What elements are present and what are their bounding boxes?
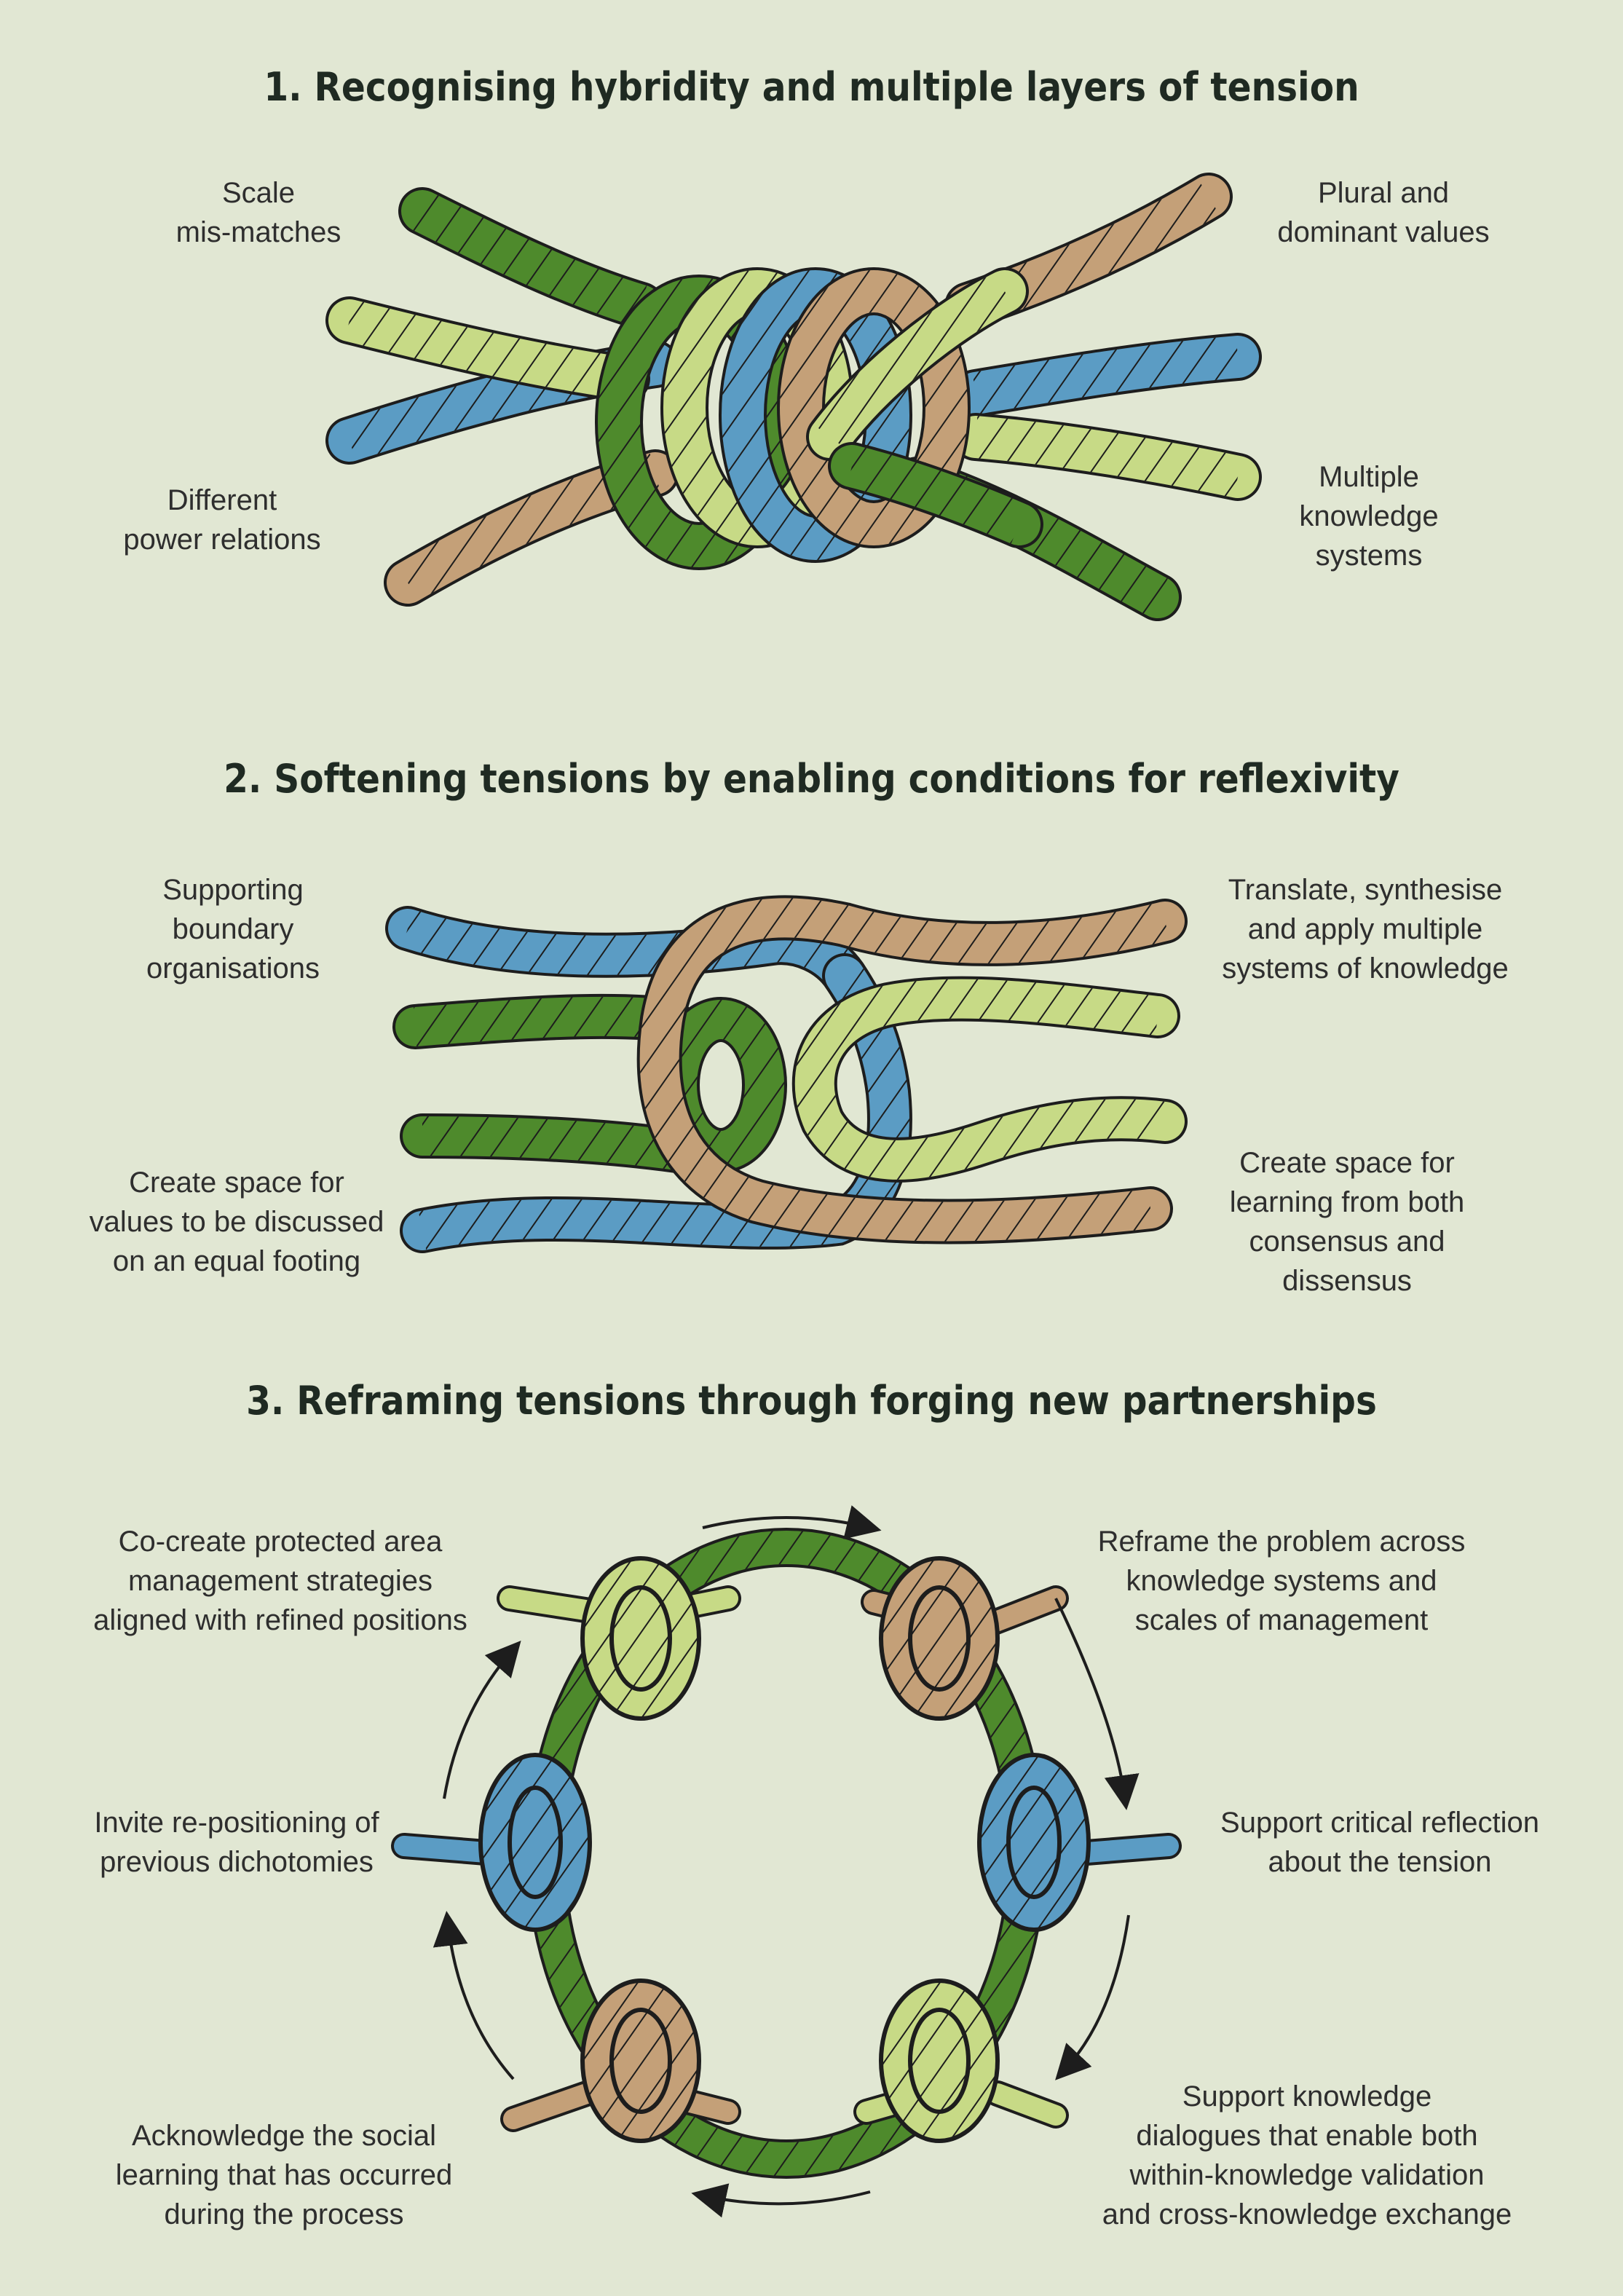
knot-bottom-left [580,1979,701,2143]
section-2-title: 2. Softening tensions by enabling condit… [224,756,1399,802]
label-consensus-dissensus: Create space for learning from both cons… [1229,1147,1465,1297]
knot-bottom-right [879,1979,1000,2143]
interlinked-ropes-illustration [385,895,1188,1253]
knot-top-left [580,1556,701,1721]
rope-ring-illustration [391,1528,1182,2179]
label-translate-synthesise-apply: Translate, synthesise and apply multiple… [1222,874,1509,985]
section-1-title: 1. Recognising hybridity and multiple la… [264,64,1359,110]
tangled-ropes-illustration [325,173,1262,621]
label-multiple-knowledge-systems: Multiple knowledge systems [1299,461,1439,572]
label-support-critical-reflection: Support critical reflection about the te… [1220,1807,1539,1878]
label-reframe-problem: Reframe the problem across knowledge sys… [1097,1526,1466,1636]
knot-middle-left [478,1753,592,1932]
label-different-power-relations: Different power relations [123,484,321,556]
label-support-knowledge-dialogues: Support knowledge dialogues that enable … [1102,2080,1512,2230]
arrow-top [702,1505,882,1539]
knot-middle-right [977,1753,1091,1932]
label-supporting-boundary-organisations: Supporting boundary organisations [146,874,320,985]
cycle-arrows [433,1505,1140,2218]
label-scale-mismatches: Scale mis-matches [175,177,341,248]
label-co-create-strategies: Co-create protected area management stra… [93,1526,467,1636]
arrow-lower-left [433,1911,515,2080]
label-invite-repositioning: Invite re-positioning of previous dichot… [94,1807,379,1878]
label-plural-dominant-values: Plural and dominant values [1277,177,1490,248]
arrow-lower-right [1055,1914,1130,2080]
arrow-upper-left [443,1640,521,1799]
knot-top-right [879,1556,1000,1721]
label-values-equal-footing: Create space for values to be discussed … [89,1167,384,1277]
label-acknowledge-social-learning: Acknowledge the social learning that has… [115,2120,453,2230]
arrow-upper-right [1054,1598,1140,1810]
arrow-bottom [691,2183,871,2218]
section-3-title: 3. Reframing tensions through forging ne… [246,1378,1377,1424]
